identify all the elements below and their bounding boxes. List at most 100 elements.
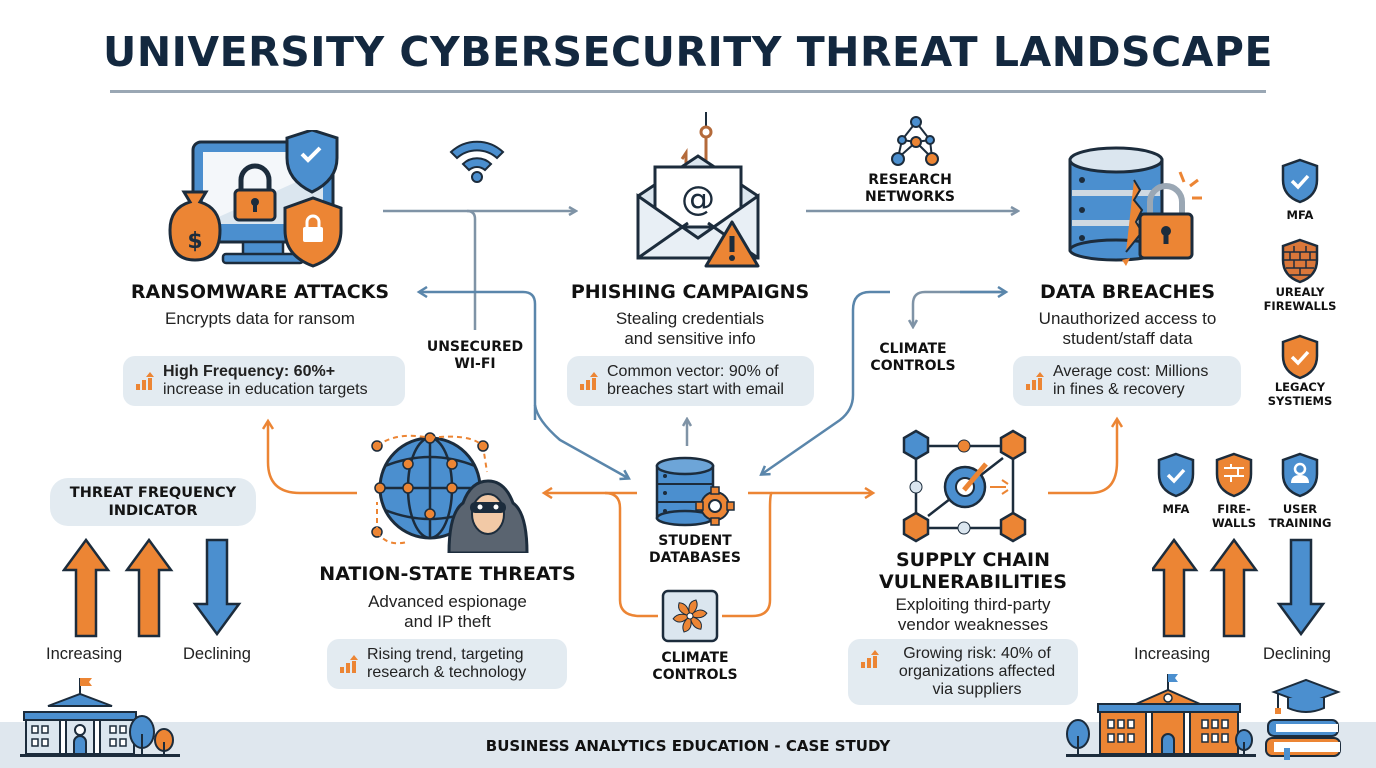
research-label-line2: NETWORKS bbox=[865, 189, 955, 205]
trend-up-icon bbox=[1026, 372, 1044, 390]
supply-chain-icon bbox=[898, 428, 1033, 546]
phishing-title: PHISHING CAMPAIGNS bbox=[570, 281, 810, 303]
trend-up-icon bbox=[136, 372, 154, 390]
legend-firewalls-line2: WALLS bbox=[1211, 516, 1256, 530]
trend-up-icon bbox=[861, 650, 879, 668]
trend-up-icon bbox=[580, 372, 598, 390]
data-breaches-description: Unauthorized access to student/staff dat… bbox=[985, 309, 1270, 349]
ransomware-description: Encrypts data for ransom bbox=[165, 309, 355, 328]
supply-chain-stat-line1: Growing risk: 40% of bbox=[903, 645, 1051, 662]
phishing-stat-line1: Common vector: 90% of bbox=[607, 363, 779, 380]
legend-user-training-line2: TRAINING bbox=[1268, 516, 1332, 530]
network-nodes-icon bbox=[886, 114, 946, 168]
user-shield-icon bbox=[1281, 452, 1319, 498]
phishing-stat: Common vector: 90% of breaches start wit… bbox=[567, 356, 814, 406]
data-breaches-title: DATA BREACHES bbox=[1039, 281, 1216, 303]
legend-firewalls-line1: FIRE- bbox=[1217, 502, 1251, 516]
phishing-email-icon: @ bbox=[630, 112, 765, 272]
supply-chain-description-line1: Exploiting third-party bbox=[895, 595, 1051, 614]
supply-chain-stat: Growing risk: 40% of organizations affec… bbox=[848, 639, 1078, 705]
ransomware-stat-headline: High Frequency: 60%+ bbox=[163, 363, 336, 380]
nation-state-description: Advanced espionage and IP theft bbox=[290, 592, 605, 632]
wifi-label: UNSECURED WI-FI bbox=[405, 339, 545, 373]
legend-mfa: MFA bbox=[1162, 502, 1190, 516]
supply-chain-title: SUPPLY CHAIN VULNERABILITIES bbox=[858, 549, 1088, 593]
student-db-line1: STUDENT bbox=[658, 533, 732, 549]
wifi-label-line2: WI-FI bbox=[454, 356, 496, 372]
database-gear-icon bbox=[653, 456, 738, 528]
legend-title-line1: THREAT FREQUENCY bbox=[69, 485, 237, 501]
climate-top-line1: CLIMATE bbox=[879, 341, 947, 357]
legend-title-line2: INDICATOR bbox=[108, 503, 198, 519]
nation-state-stat: Rising trend, targeting research & techn… bbox=[327, 639, 567, 689]
nation-state-stat-line2: research & technology bbox=[367, 664, 527, 681]
database-breach-icon bbox=[1062, 138, 1207, 273]
data-breaches-description-line2: student/staff data bbox=[1062, 329, 1193, 348]
arrow-up-icon bbox=[1152, 538, 1199, 638]
arrow-down-icon bbox=[192, 538, 242, 637]
svg-text:$: $ bbox=[187, 229, 202, 254]
footer-text: BUSINESS ANALYTICS EDUCATION - CASE STUD… bbox=[485, 737, 891, 755]
nation-state-stat-line1: Rising trend, targeting bbox=[367, 646, 524, 663]
supply-chain-description-line2: vendor weaknesses bbox=[897, 615, 1049, 634]
supply-chain-stat-line3: via suppliers bbox=[932, 681, 1022, 698]
data-breaches-description-line1: Unauthorized access to bbox=[1038, 309, 1217, 328]
legend-firewalls: FIRE- WALLS bbox=[1204, 502, 1264, 530]
defense-legacy-line1: LEGACY bbox=[1274, 380, 1326, 394]
wifi-icon bbox=[447, 136, 507, 184]
nation-state-title: NATION-STATE THREATS bbox=[319, 563, 576, 585]
ransomware-stat-detail: increase in education targets bbox=[163, 381, 368, 398]
legend-increasing: Increasing bbox=[46, 645, 123, 663]
nation-state-description-line2: and IP theft bbox=[404, 612, 491, 631]
arrow-up-icon bbox=[62, 538, 111, 638]
right-defense-column: MFA UREALY FIREWALLS LEGACY SYSTIEMS bbox=[1264, 158, 1336, 418]
student-databases-label: STUDENT DATABASES bbox=[625, 533, 765, 567]
ransomware-stat: High Frequency: 60%+ increase in educati… bbox=[123, 356, 405, 406]
ransomware-title: RANSOMWARE ATTACKS bbox=[130, 281, 390, 303]
defense-label-firewalls: UREALY FIREWALLS bbox=[1255, 285, 1345, 313]
legend-declining: Declining bbox=[183, 645, 251, 663]
nation-state-description-line1: Advanced espionage bbox=[368, 592, 527, 611]
trend-up-icon bbox=[340, 655, 358, 673]
phishing-stat-line2: breaches start with email bbox=[607, 381, 784, 398]
svg-text:@: @ bbox=[681, 179, 715, 219]
climate-controls-label-center: CLIMATE CONTROLS bbox=[625, 650, 765, 684]
phishing-description-line1: Stealing credentials bbox=[615, 309, 765, 328]
university-building-icon bbox=[20, 678, 180, 757]
page-title: UNIVERSITY CYBERSECURITY THREAT LANDSCAP… bbox=[103, 28, 1273, 76]
shield-check-icon bbox=[1157, 452, 1195, 498]
defense-legend: MFA FIRE- WALLS USER TRAINING bbox=[1148, 452, 1348, 532]
climate-center-line1: CLIMATE bbox=[661, 650, 729, 666]
shield-check-orange-icon bbox=[1281, 334, 1319, 380]
shield-check-icon bbox=[1281, 158, 1319, 204]
data-breaches-stat-line1: Average cost: Millions bbox=[1053, 363, 1209, 380]
brick-shield-icon bbox=[1281, 238, 1319, 284]
student-db-line2: DATABASES bbox=[649, 550, 741, 566]
legend-user-training: USER TRAINING bbox=[1265, 502, 1335, 530]
fan-icon bbox=[661, 589, 719, 643]
threat-frequency-indicator: THREAT FREQUENCY INDICATOR bbox=[50, 478, 256, 526]
research-label-line1: RESEARCH bbox=[868, 172, 952, 188]
arrow-up-icon bbox=[124, 538, 174, 638]
right-legend-declining: Declining bbox=[1263, 645, 1331, 663]
defense-arrows bbox=[1152, 538, 1326, 638]
phishing-description-line2: and sensitive info bbox=[624, 329, 756, 348]
arrow-down-icon bbox=[1276, 538, 1326, 637]
climate-controls-label-top: CLIMATE CONTROLS bbox=[848, 341, 978, 375]
defense-firewalls-line2: FIREWALLS bbox=[1263, 299, 1337, 313]
data-breaches-stat: Average cost: Millions in fines & recove… bbox=[1013, 356, 1241, 406]
graduation-books-icon bbox=[1265, 678, 1341, 760]
supply-chain-title-line1: SUPPLY CHAIN bbox=[895, 549, 1050, 571]
climate-top-line2: CONTROLS bbox=[870, 358, 956, 374]
supply-chain-title-line2: VULNERABILITIES bbox=[879, 571, 1067, 593]
title-divider bbox=[110, 90, 1266, 93]
arrow-up-icon bbox=[1209, 538, 1259, 638]
frequency-arrows bbox=[62, 538, 242, 638]
supply-chain-stat-line2: organizations affected bbox=[898, 663, 1056, 680]
wifi-label-line1: UNSECURED bbox=[426, 339, 524, 355]
defense-firewalls-line1: UREALY bbox=[1275, 285, 1325, 299]
globe-hacker-icon bbox=[365, 428, 535, 553]
supply-chain-description: Exploiting third-party vendor weaknesses bbox=[858, 595, 1088, 635]
research-networks-label: RESEARCH NETWORKS bbox=[845, 172, 975, 206]
firewall-shield-icon bbox=[1215, 452, 1253, 498]
